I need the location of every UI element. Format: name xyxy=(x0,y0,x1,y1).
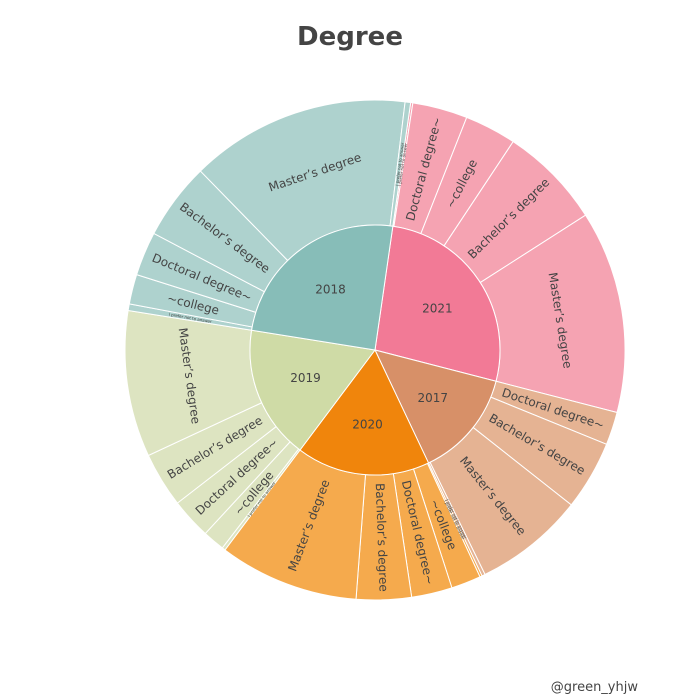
inner-label-2019: 2019 xyxy=(290,371,321,385)
watermark: @green_yhjw xyxy=(550,680,638,695)
outer-label-2018-i-prefer-not-to-answer: I prefer not to answer xyxy=(394,142,405,186)
inner-segment-2018[interactable] xyxy=(250,224,394,351)
outer-ring xyxy=(124,99,626,601)
inner-segment-2019[interactable] xyxy=(249,329,376,451)
inner-ring xyxy=(249,224,501,476)
outer-label-2021-i-prefer-not-to-answer: I prefer not to answer xyxy=(397,142,408,186)
inner-segment-2017[interactable] xyxy=(374,349,497,464)
inner-segment-2020[interactable] xyxy=(299,349,430,476)
inner-label-2018: 2018 xyxy=(315,283,346,297)
chart-title: Degree xyxy=(297,22,403,52)
inner-label-2021: 2021 xyxy=(422,301,453,315)
inner-segment-2021[interactable] xyxy=(374,225,501,382)
outer-label-2020-bachelor-s-degree: Bachelor’s degree xyxy=(373,483,391,592)
inner-label-2017: 2017 xyxy=(418,391,449,405)
inner-label-2020: 2020 xyxy=(352,418,383,432)
